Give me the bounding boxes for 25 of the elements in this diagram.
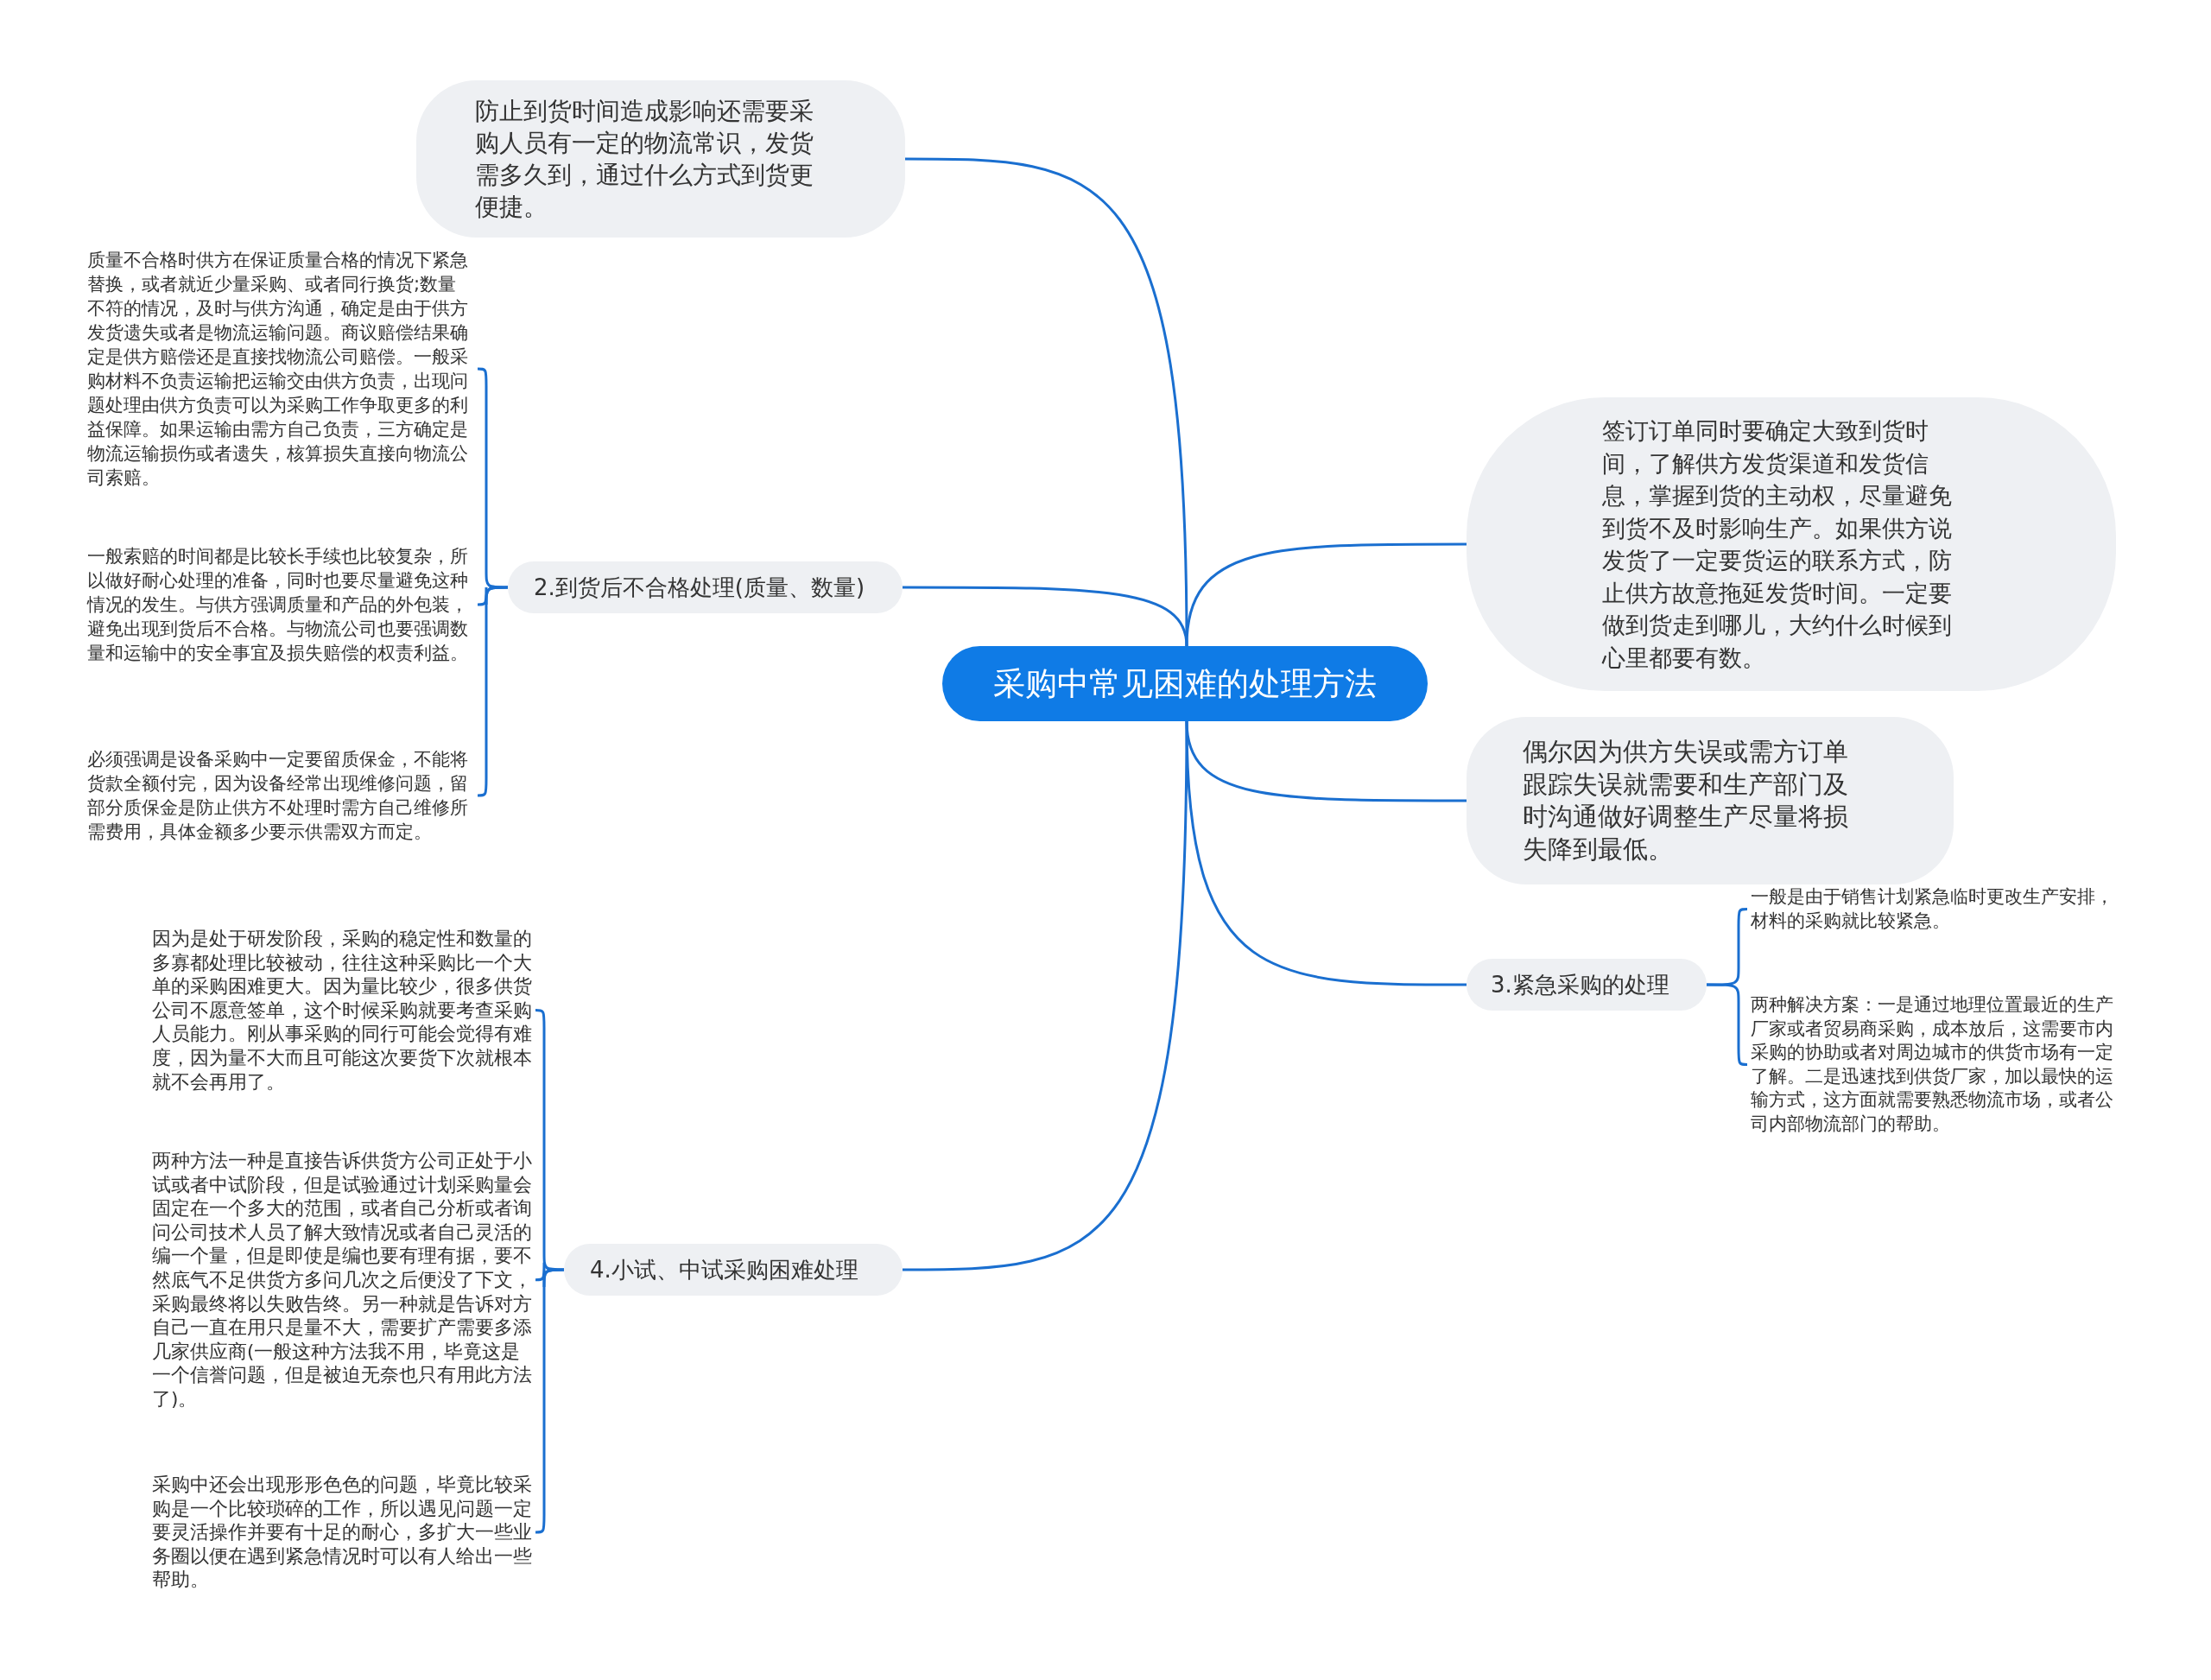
subtopic-pill: 3.紧急采购的处理 <box>1467 959 1707 1011</box>
note-text: 采购中还会出现形形色色的问题，毕竟比较采购是一个比较琐碎的工作，所以遇见问题一定要灵活操作并要有十足的耐心，多扩大一些业务圈以便在遇到紧急情况时可以有人给出一些帮助。 <box>152 1473 532 1592</box>
topic-bubble: 偶尔因为供方失误或需方订单跟踪失误就需要和生产部门及时沟通做好调整生产尽量将损失降到最低。 <box>1467 717 1954 884</box>
connector-line <box>1185 542 1467 647</box>
connector-line <box>903 586 1188 647</box>
note-text: 一般索赔的时间都是比较长手续也比较复杂，所以做好耐心处理的准备，同时也要尽量避免这种情况的发生。与供方强调质量和产品的外包装，避免出现到货后不合格。与物流公司也要强调数量和运输中的安全事宜及损失赔偿的权责利益。 <box>87 544 474 665</box>
connector-line <box>1707 983 1748 1066</box>
note-text: 一般是由于销售计划紧急临时更改生产安排，材料的采购就比较紧急。 <box>1751 885 2118 933</box>
note-text: 质量不合格时供方在保证质量合格的情况下紧急替换，或者就近少量采购、或者同行换货;数量不符的情况，及时与供方沟通，确定是由于供方发货遗失或者是物流运输问题。商议赔偿结果确定是供方赔偿还是直接找物流公司赔偿。一般采购材料不负责运输把运输交由供方负责，出现问题处理由供方负责可以为采购工作争取更多的利益保障。如果运输由需方自己负责，三方确定是物流运输损伤或者遗失，核算损失直接向物流公司索赔。 <box>87 248 474 490</box>
connector-line <box>477 367 508 589</box>
subtopic-pill: 2.到货后不合格处理(质量、数量) <box>508 561 903 613</box>
topic-bubble: 防止到货时间造成影响还需要采购人员有一定的物流常识，发货需多久到，通过什么方式到货更便捷。 <box>416 80 905 238</box>
connector-line <box>535 1009 564 1271</box>
connector-line <box>1707 908 1748 986</box>
topic-bubble: 签订订单同时要确定大致到货时间，了解供方发货渠道和发货信息，掌握到货的主动权，尽量避免到货不及时影响生产。如果供方说发货了一定要货运的联系方式，防止供方故意拖延发货时间。一定要做到货走到哪儿，大约什么时候到心里都要有数。 <box>1467 397 2116 691</box>
central-topic: 采购中常见困难的处理方法 <box>942 646 1428 721</box>
connector-line <box>903 720 1188 1271</box>
connector-line <box>535 1268 564 1534</box>
connector-line <box>477 586 508 797</box>
note-text: 因为是处于研发阶段，采购的稳定性和数量的多寡都处理比较被动，往往这种采购比一个大单的采购困难更大。因为量比较少，很多供货公司不愿意签单，这个时候采购就要考查采购人员能力。刚从事采购的同行可能会觉得有难度，因为量不大而且可能这次要货下次就根本就不会再用了。 <box>152 927 532 1094</box>
subtopic-pill: 4.小试、中试采购困难处理 <box>564 1244 903 1296</box>
note-text: 两种方法一种是直接告诉供货方公司正处于小试或者中试阶段，但是试验通过计划采购量会固定在一个多大的范围，或者自己分析或者询问公司技术人员了解大致情况或者自己灵活的编一个量，但是即使是编也要有理有据，要不然底气不足供货方多问几次之后便没了下文，采购最终将以失败告终。另一种就是告诉对方自己一直在用只是量不大，需要扩产需要多添几家供应商(一般这种方法我不用，毕竟这是一个信誉问题，但是被迫无奈也只有用此方法了)。 <box>152 1149 532 1411</box>
note-text: 必须强调是设备采购中一定要留质保金，不能将货款全额付完，因为设备经常出现维修问题，留部分质保金是防止供方不处理时需方自己维修所需费用，具体金额多少要示供需双方而定。 <box>87 747 474 844</box>
note-text: 两种解决方案：一是通过地理位置最近的生产厂家或者贸易商采购，成本放后，这需要市内采购的协助或者对周边城市的供货市场有一定了解。二是迅速找到供货厂家，加以最快的运输方式，这方面就需要熟悉物流市场，或者公司内部物流部门的帮助。 <box>1751 993 2118 1136</box>
connector-line <box>1185 720 1467 986</box>
